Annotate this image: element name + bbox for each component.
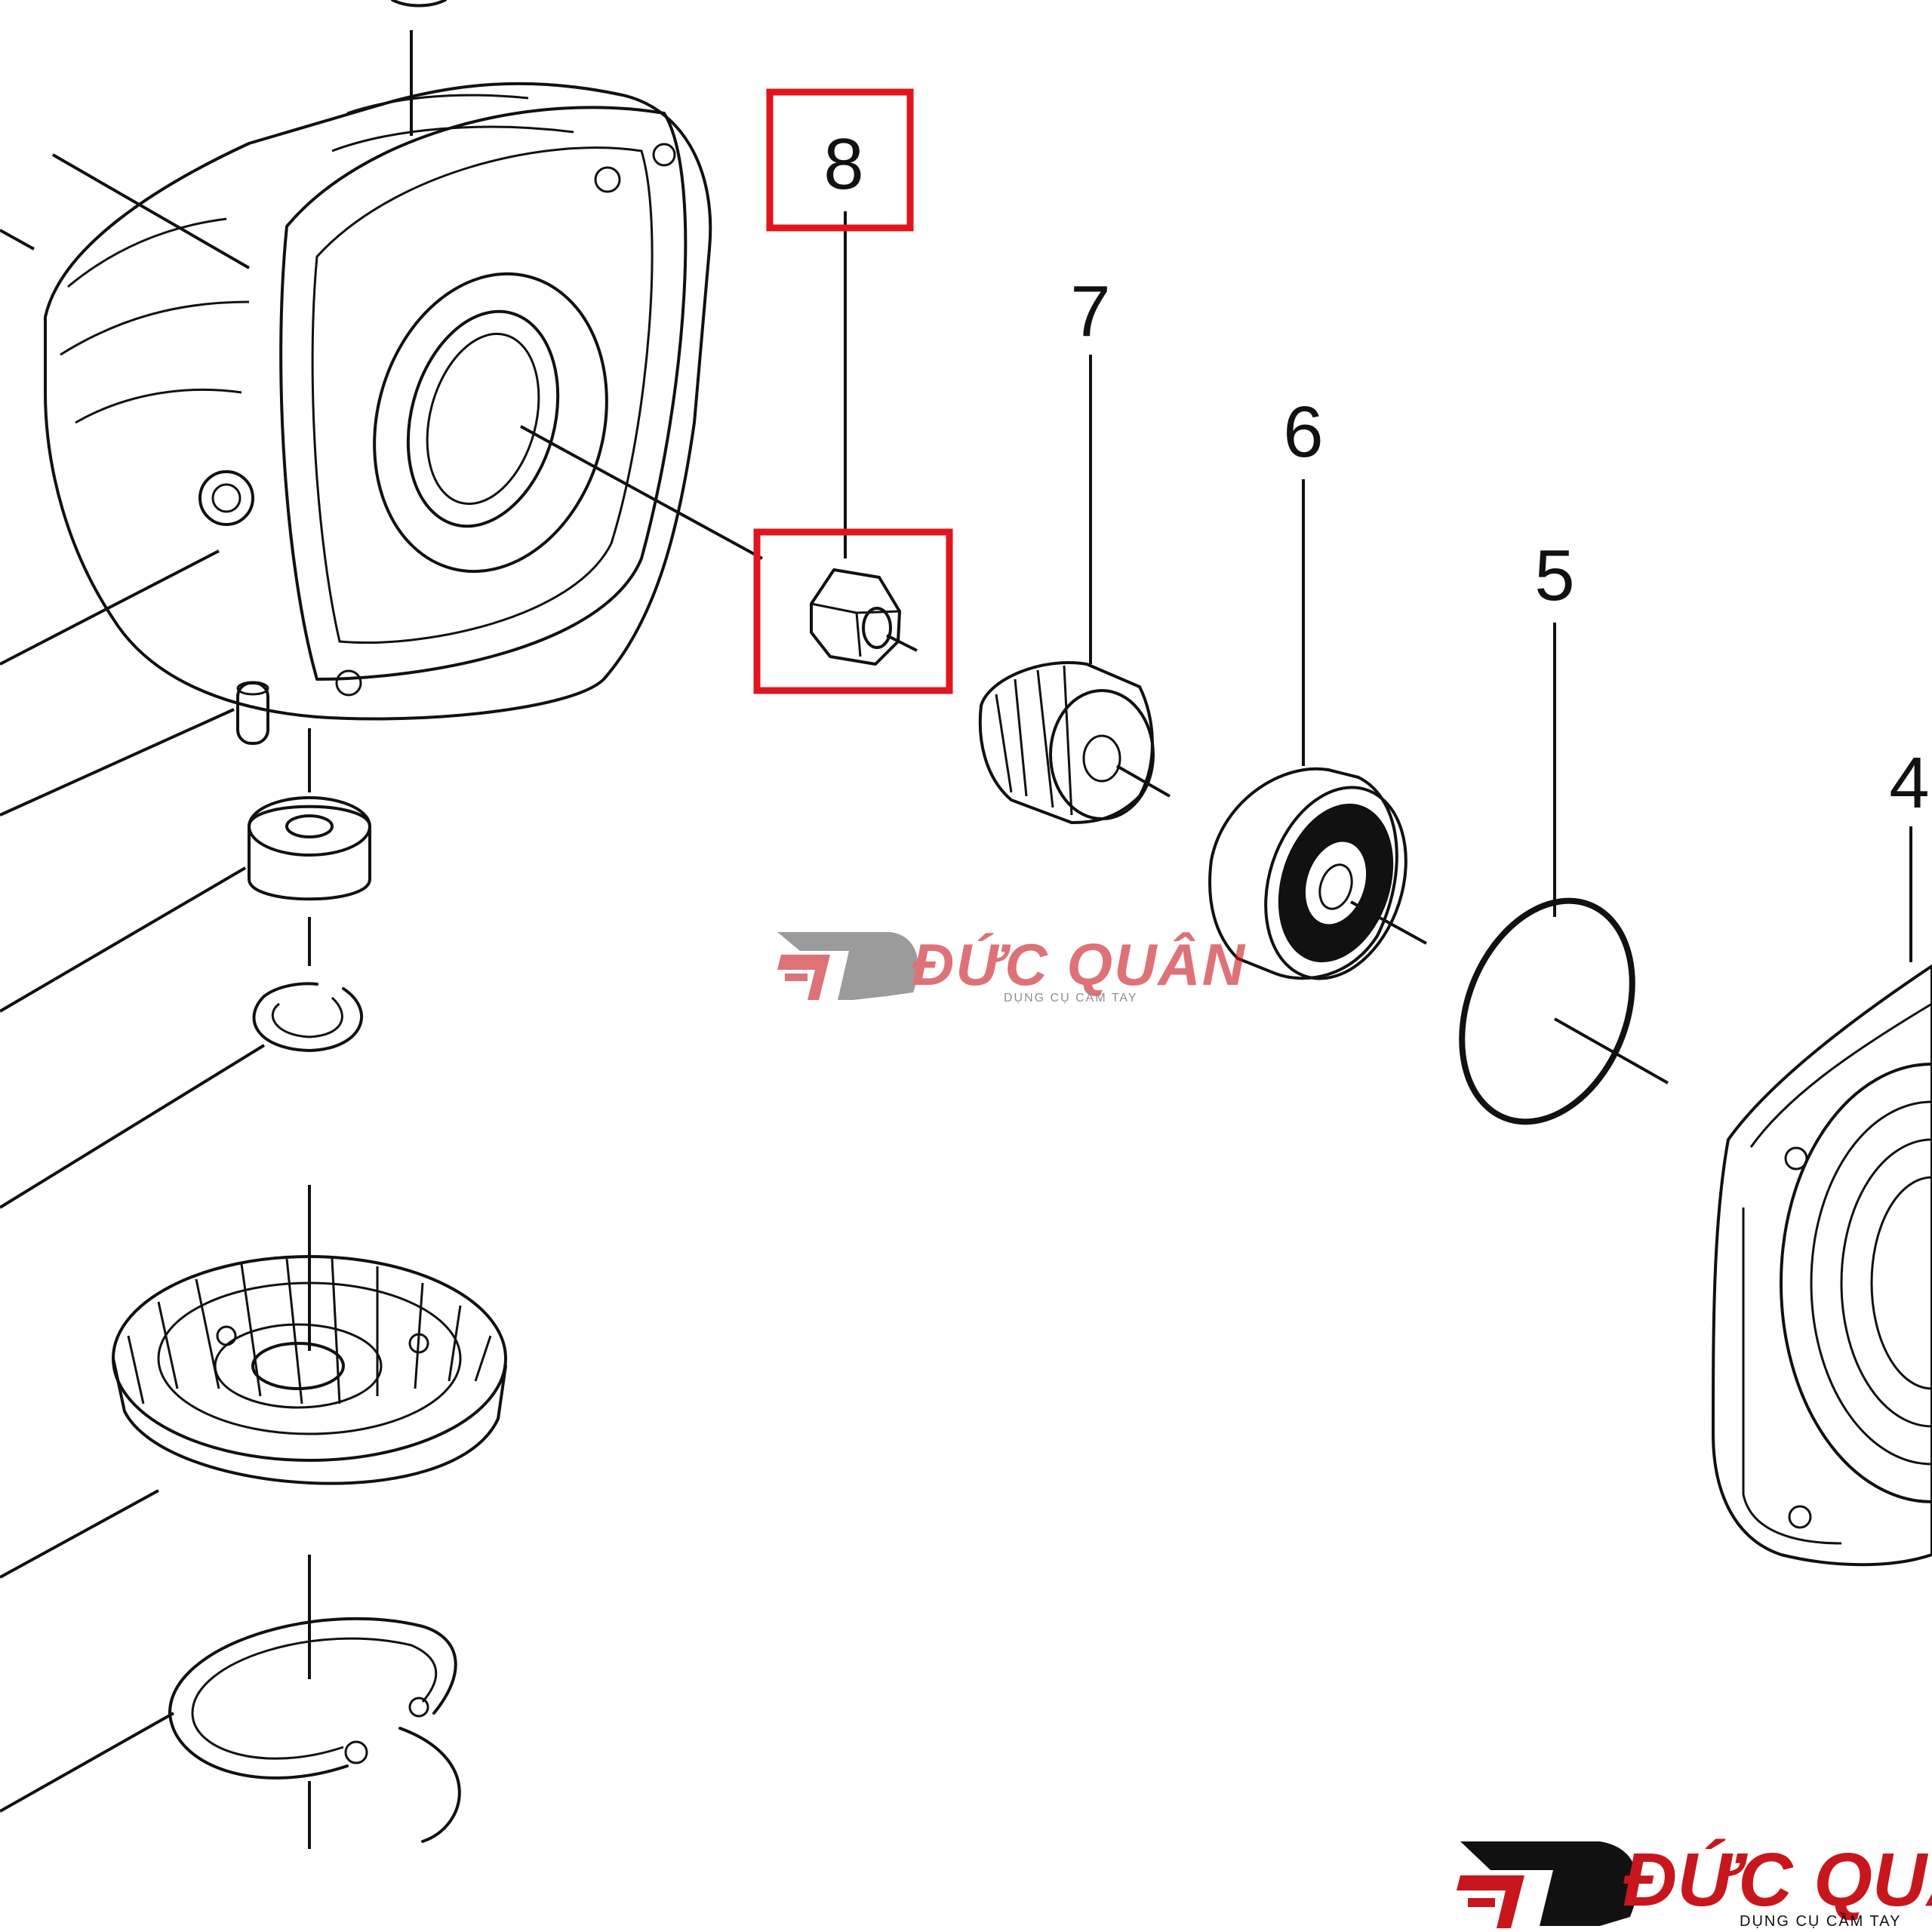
highlight-box-callout-8 bbox=[766, 88, 914, 232]
watermark-logo-mark-br bbox=[1457, 1841, 1638, 1928]
pin bbox=[0, 681, 269, 817]
callout-7: 7 bbox=[1070, 271, 1110, 352]
part-6-ball-bearing bbox=[1208, 479, 1427, 980]
gear-housing bbox=[0, 0, 712, 721]
watermark-bottom-right: ĐỨC QUÂN DỤNG CỤ CẦM TAY bbox=[1457, 1837, 1932, 1930]
bevel-gear bbox=[0, 1185, 507, 1579]
callout-5: 5 bbox=[1534, 535, 1574, 616]
part-7-pinion-gear bbox=[978, 355, 1171, 824]
highlight-box-part-8 bbox=[753, 528, 953, 694]
watermark-br-brand: ĐỨC QUÂN bbox=[1623, 1837, 1932, 1922]
callout-6: 6 bbox=[1283, 392, 1323, 472]
part-4-bearing-box bbox=[1712, 826, 1932, 1567]
large-circlip bbox=[0, 1555, 461, 1849]
watermark-center-tagline: DỤNG CỤ CẦM TAY bbox=[1004, 990, 1138, 1004]
callout-8: 8 bbox=[823, 124, 863, 205]
part-5-o-ring bbox=[1459, 623, 1669, 1125]
watermark-center: ĐỨC QUÂN DỤNG CỤ CẦM TAY bbox=[777, 931, 1246, 1004]
watermark-br-tagline: DỤNG CỤ CẦM TAY bbox=[1740, 1912, 1901, 1930]
callout-4: 4 bbox=[1889, 743, 1929, 823]
small-bearing bbox=[0, 728, 371, 1013]
watermark-logo-mark bbox=[777, 932, 918, 1000]
part-8-hex-nut bbox=[520, 211, 918, 666]
watermark-center-brand: ĐỨC QUÂN bbox=[912, 931, 1246, 998]
small-circlip bbox=[0, 982, 364, 1209]
